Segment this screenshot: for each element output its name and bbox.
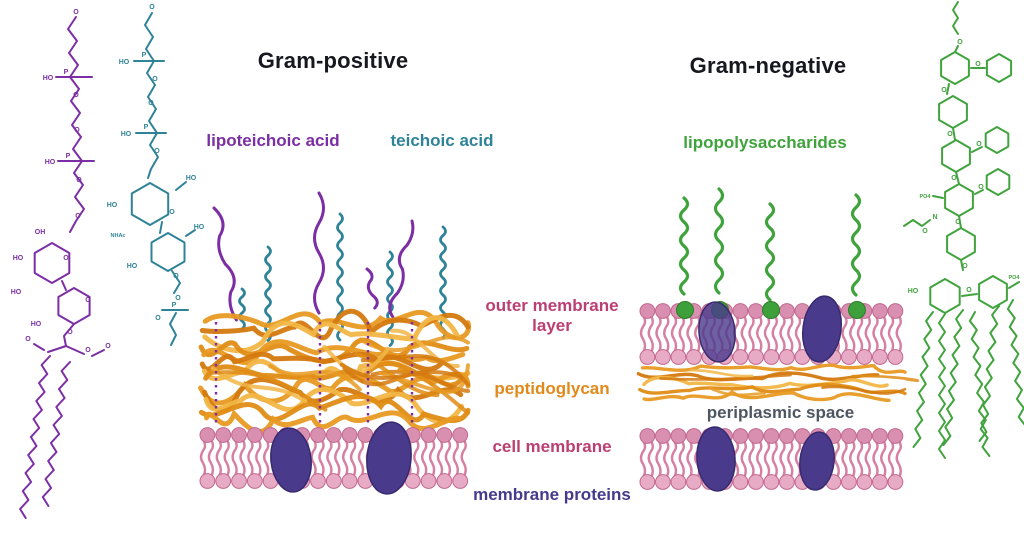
fatty-acid-tail — [942, 309, 964, 446]
atom-label: O — [175, 295, 181, 302]
lipoteichoic-acid-structure: O P HO O O P HO O O OH HO HO HO O O O O … — [11, 9, 111, 519]
atom-label: HO — [45, 159, 56, 166]
atom-label: HO — [186, 175, 197, 182]
atom-label: O — [978, 184, 984, 191]
gram-positive-title: Gram-positive — [257, 48, 409, 73]
atom-label: O — [85, 347, 91, 354]
fatty-acid-tail — [978, 305, 1000, 442]
gp-cell-membrane-bilayer — [199, 427, 469, 489]
atom-label: P — [64, 69, 69, 76]
atom-label: P — [144, 124, 149, 131]
gn-peptidoglycan-mesh — [636, 363, 920, 402]
atom-label: HO — [107, 202, 118, 209]
atom-label: O — [155, 315, 161, 322]
atom-label: O — [922, 228, 928, 235]
membrane-proteins-label: membrane proteins — [473, 485, 631, 504]
atom-label: OH — [35, 229, 46, 236]
fatty-acid-tail — [19, 355, 51, 519]
atom-label: O — [976, 141, 982, 148]
atom-label: P — [66, 153, 71, 160]
atom-label: O — [74, 127, 80, 134]
atom-label: P — [142, 52, 147, 59]
outer-membrane-layer-line2: layer — [532, 315, 572, 335]
atom-label: HO — [908, 288, 919, 295]
teichoic-acid-structure: O HO P O O HO P O HO O HO NHAc HO HO O O… — [107, 4, 205, 346]
atom-label: O — [75, 213, 81, 220]
atom-label: O — [76, 177, 82, 184]
atom-label: O — [152, 76, 158, 83]
atom-label: HO — [119, 59, 130, 66]
periplasmic-space-label: periplasmic space — [706, 403, 855, 422]
atom-label: P — [172, 302, 177, 309]
fatty-acid-tail — [968, 311, 991, 457]
atom-label: O — [966, 287, 972, 294]
lipoteichoic-acid-label: lipoteichoic acid — [206, 131, 340, 150]
lipopolysaccharide-structure: O O O O O O O PO4 N O O — [903, 1, 1024, 459]
fatty-acid-tail — [938, 313, 946, 459]
atom-label: HO — [194, 224, 205, 231]
atom-label: O — [73, 9, 79, 16]
atom-label: O — [85, 297, 91, 304]
gn-outer-membrane-bilayer — [639, 303, 904, 365]
gp-lipoteichoic-acid-chains — [212, 191, 415, 322]
atom-label: O — [962, 263, 968, 270]
fatty-acid-tail — [912, 311, 934, 448]
teichoic-acid-label: teichoic acid — [390, 131, 494, 150]
atom-label: O — [975, 61, 981, 68]
atom-label: PO4 — [1008, 275, 1020, 281]
atom-label: HO — [31, 321, 42, 328]
atom-label: O — [169, 209, 175, 216]
gn-cell-membrane-bilayer — [639, 428, 904, 490]
atom-label: O — [955, 219, 961, 226]
atom-label: PO4 — [919, 194, 931, 200]
atom-label: HO — [11, 289, 22, 296]
outer-membrane-layer-label: outer membrane layer — [468, 296, 636, 335]
atom-label: O — [154, 148, 160, 155]
atom-label: O — [951, 175, 957, 182]
atom-label: O — [149, 4, 155, 11]
atom-label: O — [105, 343, 111, 350]
atom-label: HO — [121, 131, 132, 138]
gp-membrane-proteins — [270, 421, 412, 495]
atom-label: O — [148, 100, 154, 107]
atom-label: O — [73, 92, 79, 99]
atom-label: O — [947, 131, 953, 138]
atom-label: HO — [13, 255, 24, 262]
lipopolysaccharides-label: lipopolysaccharides — [683, 133, 847, 152]
gn-lipopolysaccharide-chains — [678, 187, 862, 302]
atom-label: O — [957, 39, 963, 46]
outer-membrane-layer-line1: outer membrane — [485, 296, 619, 315]
atom-label: HO — [43, 75, 54, 82]
peptidoglycan-label: peptidoglycan — [494, 379, 610, 398]
atom-label: O — [25, 336, 31, 343]
cell-membrane-label: cell membrane — [492, 437, 612, 456]
atom-label: NHAc — [111, 233, 126, 239]
atom-label: N — [932, 214, 937, 221]
gn-membrane-proteins — [696, 426, 835, 492]
atom-label: HO — [127, 263, 138, 270]
atom-label: O — [67, 329, 73, 336]
fatty-acid-tail — [41, 361, 71, 507]
fatty-acid-tail — [1006, 299, 1024, 426]
atom-label: O — [941, 87, 947, 94]
gp-peptidoglycan-mesh — [198, 308, 471, 434]
gram-negative-title: Gram-negative — [689, 53, 847, 78]
atom-label: O — [63, 255, 69, 262]
gn-outer-membrane-proteins — [698, 295, 843, 363]
